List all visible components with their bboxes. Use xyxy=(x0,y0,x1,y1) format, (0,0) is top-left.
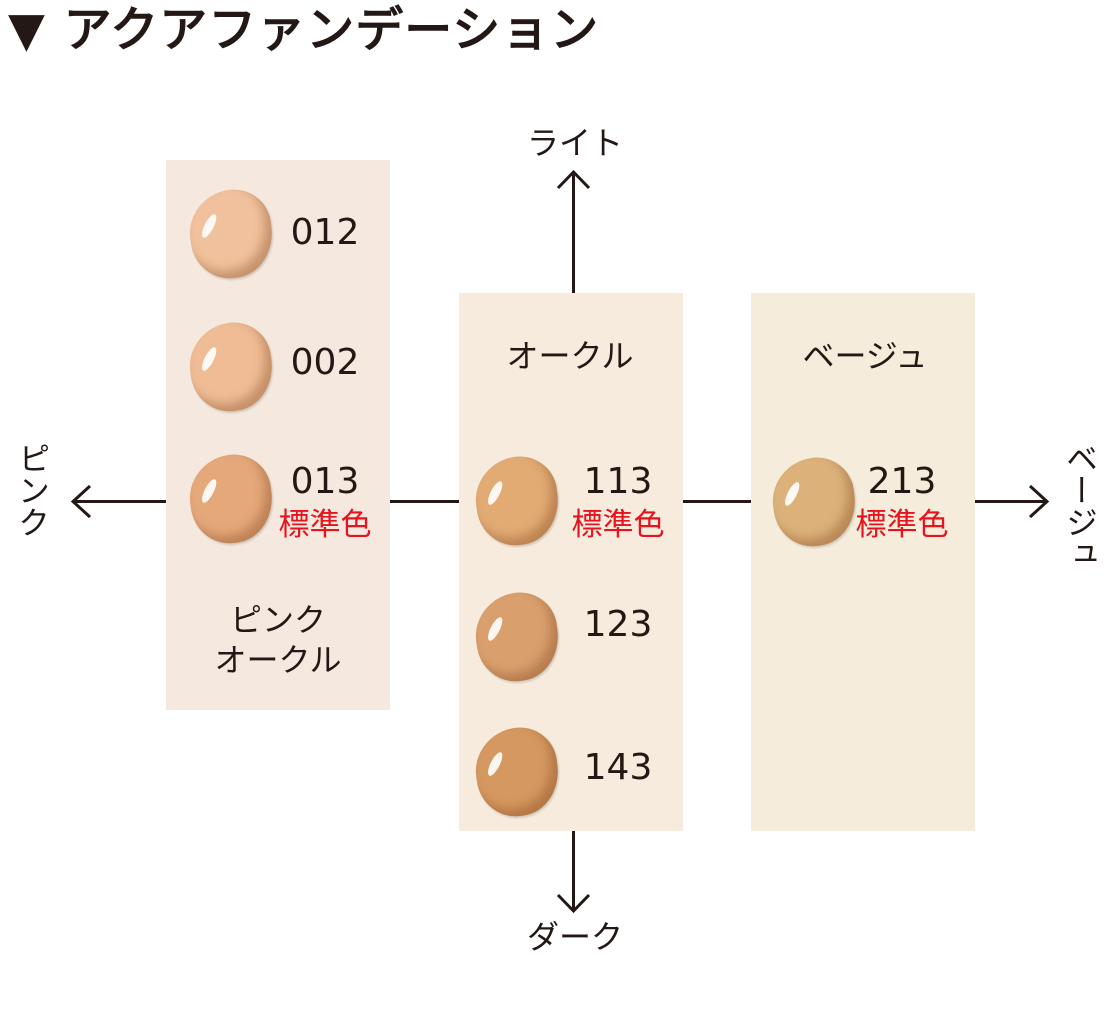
axis-right-line xyxy=(975,500,1047,503)
panel-beige xyxy=(751,293,975,831)
shade-code: 013 xyxy=(290,461,360,502)
axis-label-light: ライト xyxy=(526,124,624,162)
standard-badge: 標準色 xyxy=(571,507,665,543)
axis-up-line xyxy=(572,174,575,293)
axis-connector xyxy=(683,500,751,503)
axis-label-dark: ダーク xyxy=(526,918,624,956)
arrow-up-icon xyxy=(556,169,591,190)
standard-badge: 標準色 xyxy=(278,507,372,543)
shade-code: 213 xyxy=(867,461,937,502)
group-label-ochre: オークル xyxy=(506,337,634,375)
axis-label-beige: ベージュ xyxy=(1061,442,1099,570)
arrow-right-icon xyxy=(1028,484,1050,519)
shade-code: 113 xyxy=(583,461,653,502)
shade-code: 012 xyxy=(290,212,360,253)
arrow-left-icon xyxy=(70,484,92,519)
axis-left-line xyxy=(74,500,166,503)
standard-badge: 標準色 xyxy=(855,507,949,543)
axis-label-pink: ピンク xyxy=(13,442,51,538)
group-label-pink-ochre-1: ピンク xyxy=(229,601,327,639)
page-title: ▼ アクアファンデーション xyxy=(8,2,600,58)
shade-code: 123 xyxy=(583,604,653,645)
axis-down-line xyxy=(572,831,575,911)
group-label-pink-ochre-2: オークル xyxy=(214,641,342,679)
group-label-beige: ベージュ xyxy=(802,337,928,375)
axis-connector xyxy=(390,500,459,503)
shade-code: 143 xyxy=(583,747,653,788)
shade-code: 002 xyxy=(290,342,360,383)
arrow-down-icon xyxy=(556,893,591,914)
